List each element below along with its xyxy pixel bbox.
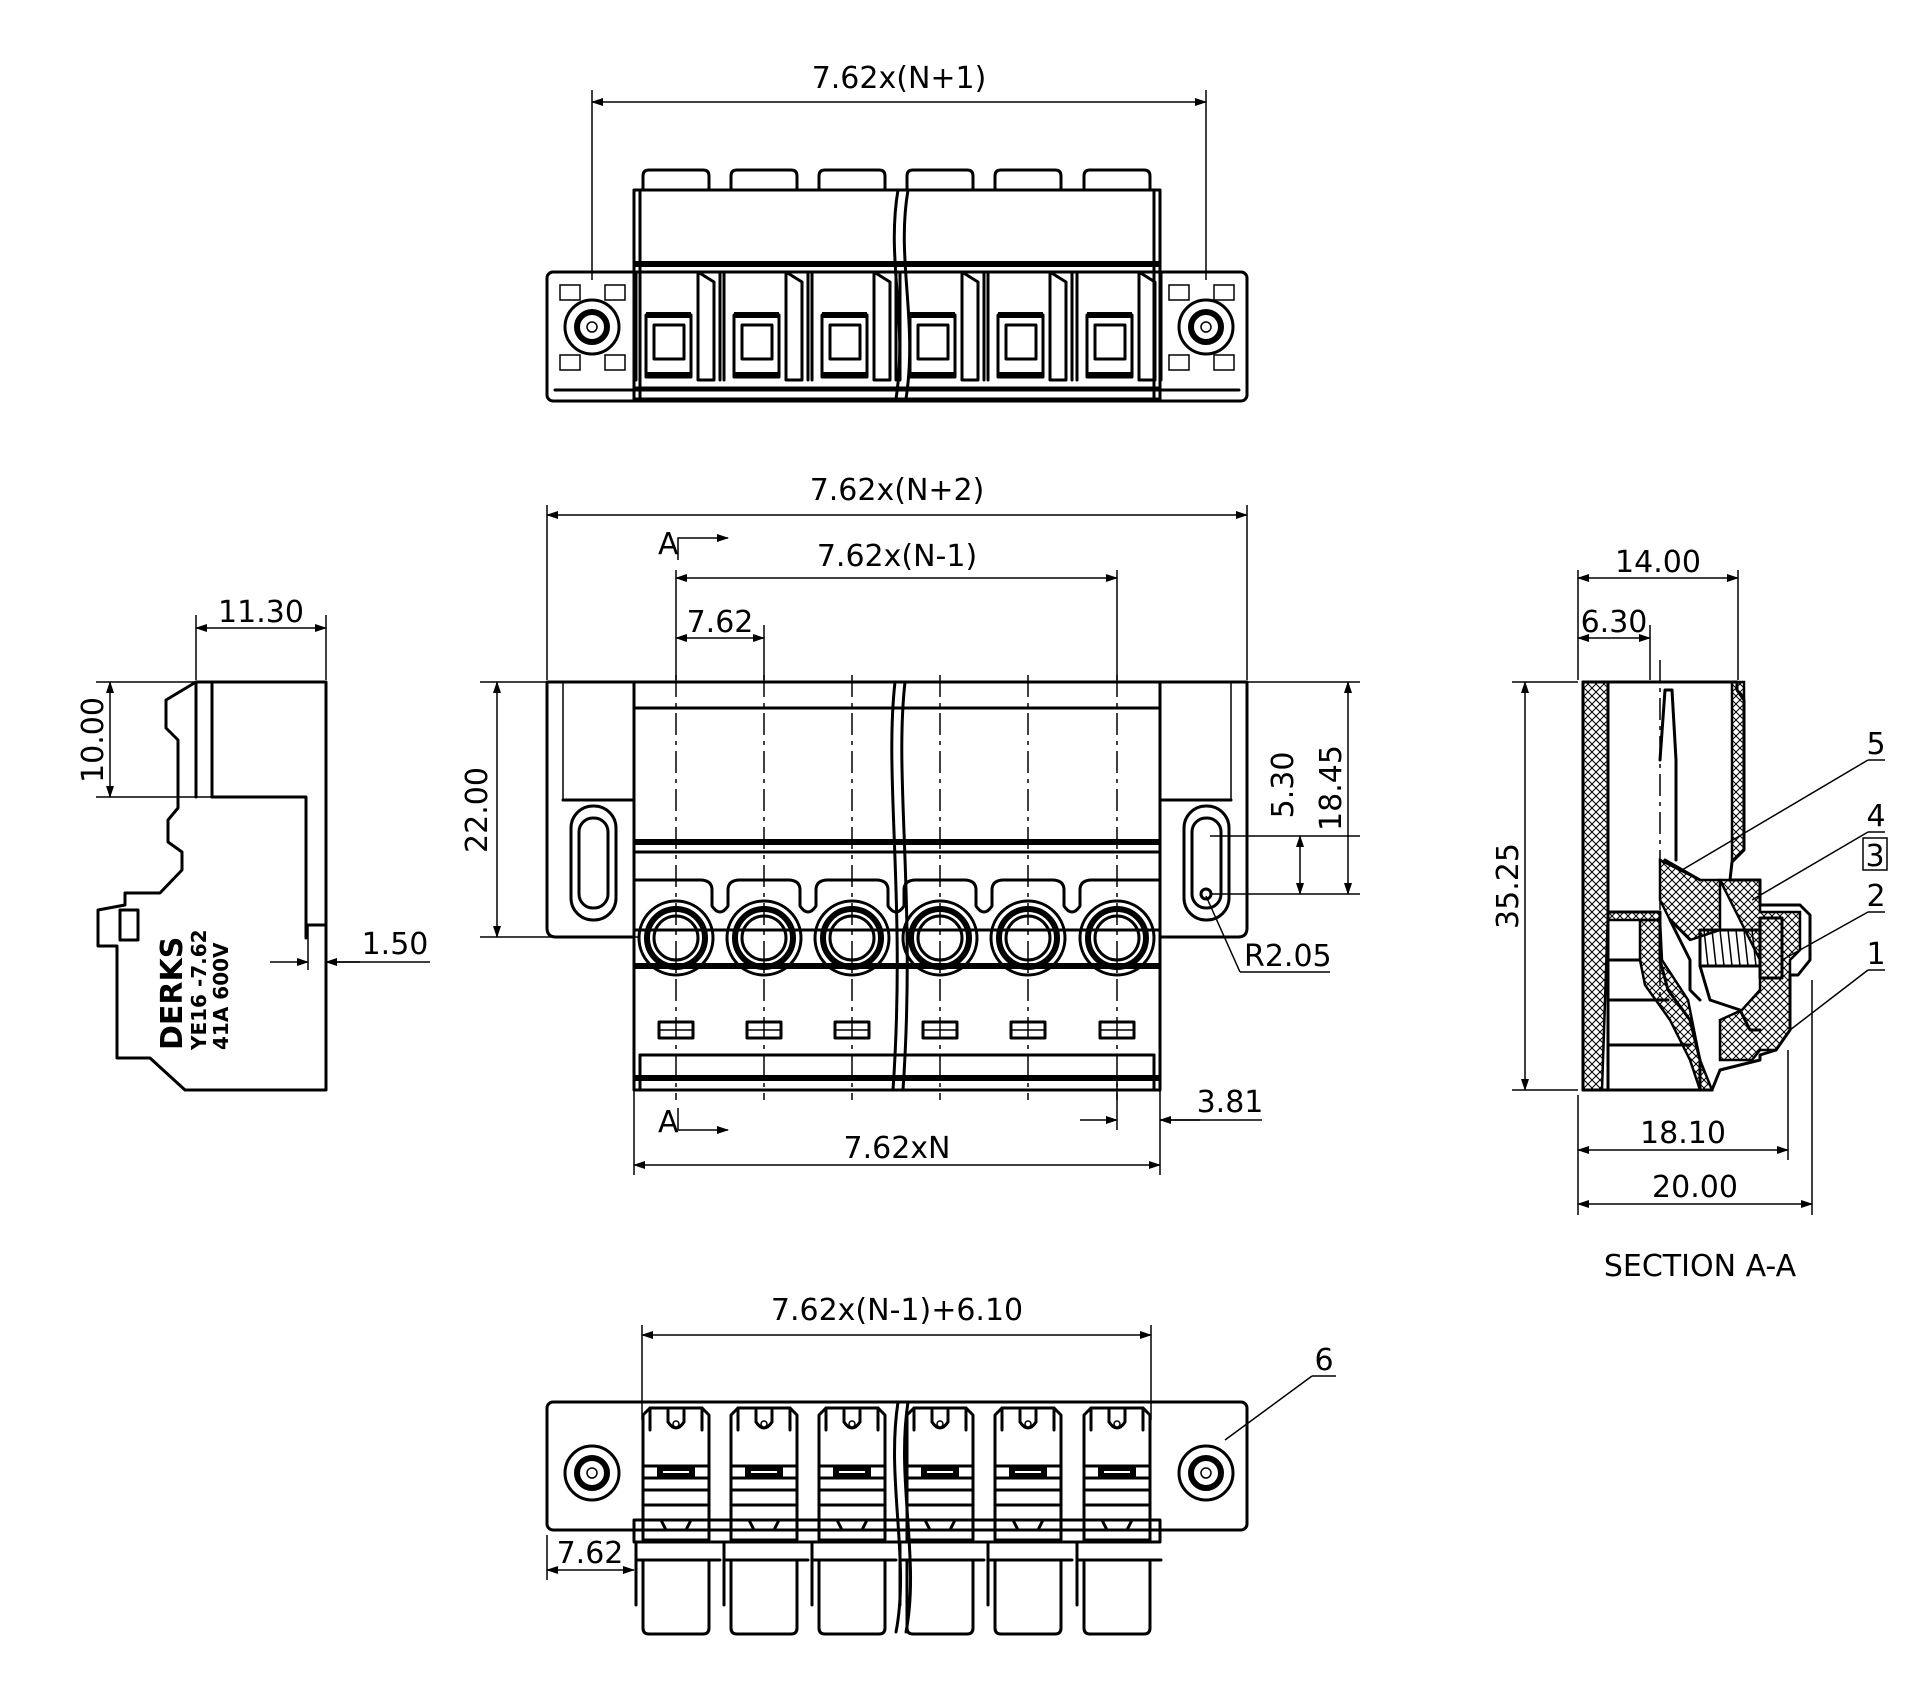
- side-step-dim: 1.50: [362, 927, 429, 962]
- callout-3: 3: [1865, 839, 1884, 874]
- model-marking: YE16 -7.62: [187, 929, 211, 1051]
- top-view-dimension: 7.62x(N+1): [591, 61, 1207, 280]
- top-terminal-cell: [986, 270, 1074, 382]
- top-screw-tab: [1082, 168, 1152, 192]
- top-mount-screw-right: [1177, 298, 1235, 356]
- wire-entry: [901, 899, 979, 977]
- bottom-mount-screw-right: [1177, 1444, 1235, 1502]
- test-slot: [833, 1020, 871, 1040]
- front-height-dim: 22.00: [460, 767, 495, 853]
- callout-5: 5: [1866, 727, 1885, 762]
- top-screw-tab: [817, 168, 887, 192]
- front-hole-offset-dim: 5.30: [1266, 752, 1301, 819]
- top-terminal-cell: [810, 270, 898, 382]
- callout-2: 2: [1866, 879, 1885, 914]
- callout-1: 1: [1866, 937, 1885, 972]
- front-edge-dim: 3.81: [1197, 1085, 1264, 1120]
- top-view: 7.62x(N+1): [545, 61, 1249, 403]
- section-height-dim: 35.25: [1491, 843, 1526, 929]
- front-view: 7.62x(N+2) 7.62x(N-1) 7.62 22.00 5.30 18…: [460, 473, 1360, 1175]
- front-flange-height-dim: 18.45: [1314, 745, 1349, 831]
- front-pitch-span-dim: 7.62x(N-1): [817, 539, 977, 574]
- test-slot: [657, 1020, 695, 1040]
- bottom-view: 7.62x(N-1)+6.10 7.62 6: [545, 1293, 1336, 1636]
- wire-entry: [725, 899, 803, 977]
- bottom-terminal-cell: [1075, 1406, 1163, 1636]
- test-slot: [1098, 1020, 1136, 1040]
- test-slot: [921, 1020, 959, 1040]
- wire-entry: [813, 899, 891, 977]
- front-pitch-centerlines: [675, 675, 1118, 1100]
- product-marking: DERKS YE16 -7.62 41A 600V: [155, 929, 233, 1051]
- callout-4: 4: [1866, 799, 1885, 834]
- side-depth-dim: 11.30: [218, 595, 304, 630]
- bottom-mount-screw-left: [563, 1444, 621, 1502]
- bottom-terminal-cell: [810, 1406, 898, 1636]
- section-callouts: 5 4 3 2 1: [1681, 727, 1888, 1031]
- section-overall-dim: 20.00: [1652, 1170, 1738, 1205]
- side-top-height-dim: 10.00: [76, 697, 111, 783]
- top-terminal-cell: [722, 270, 810, 382]
- test-slot: [1009, 1020, 1047, 1040]
- front-wire-entries: [637, 899, 1156, 977]
- callout-6: 6: [1314, 1343, 1333, 1378]
- top-screw-tab: [641, 168, 711, 192]
- front-dimensions: 7.62x(N+2) 7.62x(N-1) 7.62 22.00 5.30 18…: [460, 473, 1360, 1175]
- front-body-width-dim: 7.62xN: [844, 1131, 951, 1166]
- top-screw-tab: [993, 168, 1063, 192]
- bottom-terminal-cell: [722, 1406, 810, 1636]
- top-screw-tab: [905, 168, 975, 192]
- bottom-terminal-cell: [986, 1406, 1074, 1636]
- bottom-terminal-cell: [634, 1406, 722, 1636]
- section-mark-bottom: A: [658, 1105, 679, 1140]
- top-mount-screw-left: [563, 298, 621, 356]
- top-terminal-cell: [1075, 270, 1163, 382]
- front-radius-dim: R2.05: [1244, 939, 1332, 974]
- rating-marking: 41A 600V: [209, 942, 233, 1050]
- section-mark-top: A: [658, 527, 679, 562]
- section-title: SECTION A-A: [1604, 1249, 1797, 1284]
- section-offset-dim: 6.30: [1581, 605, 1648, 640]
- top-width-dim: 7.62x(N+1): [812, 61, 987, 96]
- bottom-pitch-dim: 7.62: [557, 1536, 624, 1571]
- section-width-dim: 14.00: [1615, 545, 1701, 580]
- brand-marking: DERKS: [155, 937, 190, 1050]
- test-slot: [745, 1020, 783, 1040]
- top-terminal-cell: [634, 270, 722, 382]
- section-base-dim: 18.10: [1640, 1116, 1726, 1151]
- front-test-slots: [657, 1020, 1136, 1040]
- wire-entry: [1078, 899, 1156, 977]
- top-screw-tabs: [641, 168, 1152, 192]
- wire-entry: [989, 899, 1067, 977]
- wire-entry: [637, 899, 715, 977]
- bottom-span-dim: 7.62x(N-1)+6.10: [771, 1293, 1023, 1328]
- top-screw-tab: [729, 168, 799, 192]
- section-view: 14.00 6.30 35.25 18.10 20.00 SECTION A-A: [1491, 545, 1888, 1284]
- top-terminal-cells: [634, 270, 1163, 382]
- top-terminal-cell: [898, 270, 986, 382]
- front-overall-dim: 7.62x(N+2): [810, 473, 985, 508]
- front-pitch-dim: 7.62: [687, 605, 754, 640]
- side-view: 11.30 10.00 1.50 DERKS YE16 -7.62 41A 60…: [76, 595, 430, 1092]
